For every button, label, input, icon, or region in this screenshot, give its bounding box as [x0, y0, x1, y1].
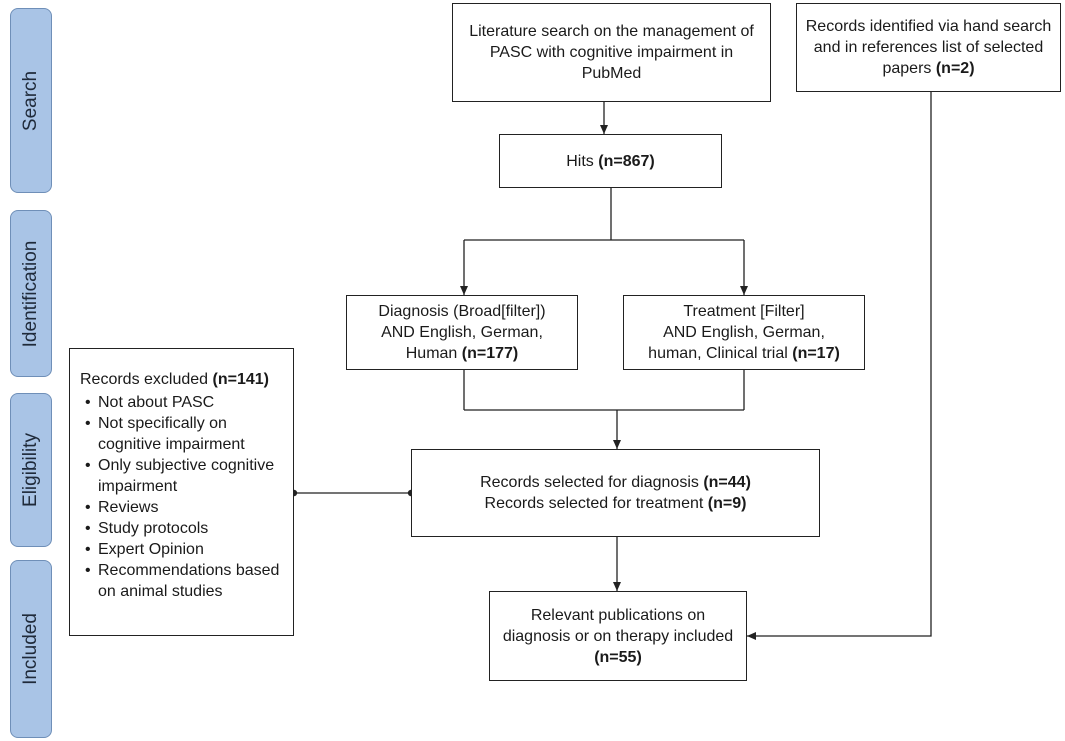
literature-search-text: Literature search on the management of P… [469, 23, 754, 82]
hits-count: (n=867) [598, 152, 655, 170]
stage-identification: Identification [10, 210, 52, 377]
excluded-reason: Not specifically on cognitive impairment [85, 413, 285, 455]
excluded-title: Records excluded [80, 371, 209, 388]
included-line1: Relevant publications on [530, 606, 706, 624]
selected-diagnosis-label: Records selected for diagnosis [480, 474, 699, 491]
excluded-reasons-list: Not about PASC Not specifically on cogni… [80, 392, 285, 602]
selected-records-box: Records selected for diagnosis (n=44) Re… [411, 449, 820, 537]
included-line2: diagnosis or on therapy included [502, 627, 734, 645]
treatment-line2: AND English, German, [663, 324, 825, 341]
arrow-handsearch-to-included [747, 92, 932, 640]
literature-search-box: Literature search on the management of P… [452, 3, 771, 102]
excluded-count: (n=141) [212, 371, 269, 388]
hand-search-box: Records identified via hand search and i… [796, 3, 1061, 92]
diagnosis-line1: Diagnosis (Broad[filter]) [378, 303, 546, 320]
included-count: (n=55) [594, 648, 642, 666]
diagnosis-count: (n=177) [461, 345, 519, 362]
treatment-count: (n=17) [792, 345, 840, 362]
selected-treatment-label: Records selected for treatment [484, 495, 704, 512]
excluded-reason: Expert Opinion [85, 539, 285, 560]
selected-treatment-count: (n=9) [707, 495, 747, 512]
excluded-box: Records excluded (n=141) Not about PASC … [69, 348, 294, 636]
excluded-reason: Recommendations based on animal studies [85, 560, 285, 602]
selected-diagnosis-count: (n=44) [703, 474, 751, 491]
diagnosis-box: Diagnosis (Broad[filter]) AND English, G… [346, 295, 578, 370]
stage-eligibility: Eligibility [10, 393, 52, 547]
included-box: Relevant publications on diagnosis or on… [489, 591, 747, 681]
excluded-reason: Not about PASC [85, 392, 285, 413]
excluded-reason: Study protocols [85, 518, 285, 539]
hand-search-text: Records identified via hand search and i… [805, 18, 1052, 77]
treatment-box: Treatment [Filter] AND English, German, … [623, 295, 865, 370]
treatment-line1: Treatment [Filter] [683, 303, 805, 320]
treatment-line3: human, Clinical trial [648, 345, 788, 362]
hits-box: Hits (n=867) [499, 134, 722, 188]
excluded-reason: Reviews [85, 497, 285, 518]
diagnosis-line3: Human [405, 345, 458, 362]
hand-search-count: (n=2) [935, 60, 975, 77]
hits-label: Hits [566, 152, 594, 170]
excluded-reason: Only subjective cognitive impairment [85, 455, 285, 497]
stage-included: Included [10, 560, 52, 738]
stage-search: Search [10, 8, 52, 193]
diagnosis-line2: AND English, German, [381, 324, 543, 341]
